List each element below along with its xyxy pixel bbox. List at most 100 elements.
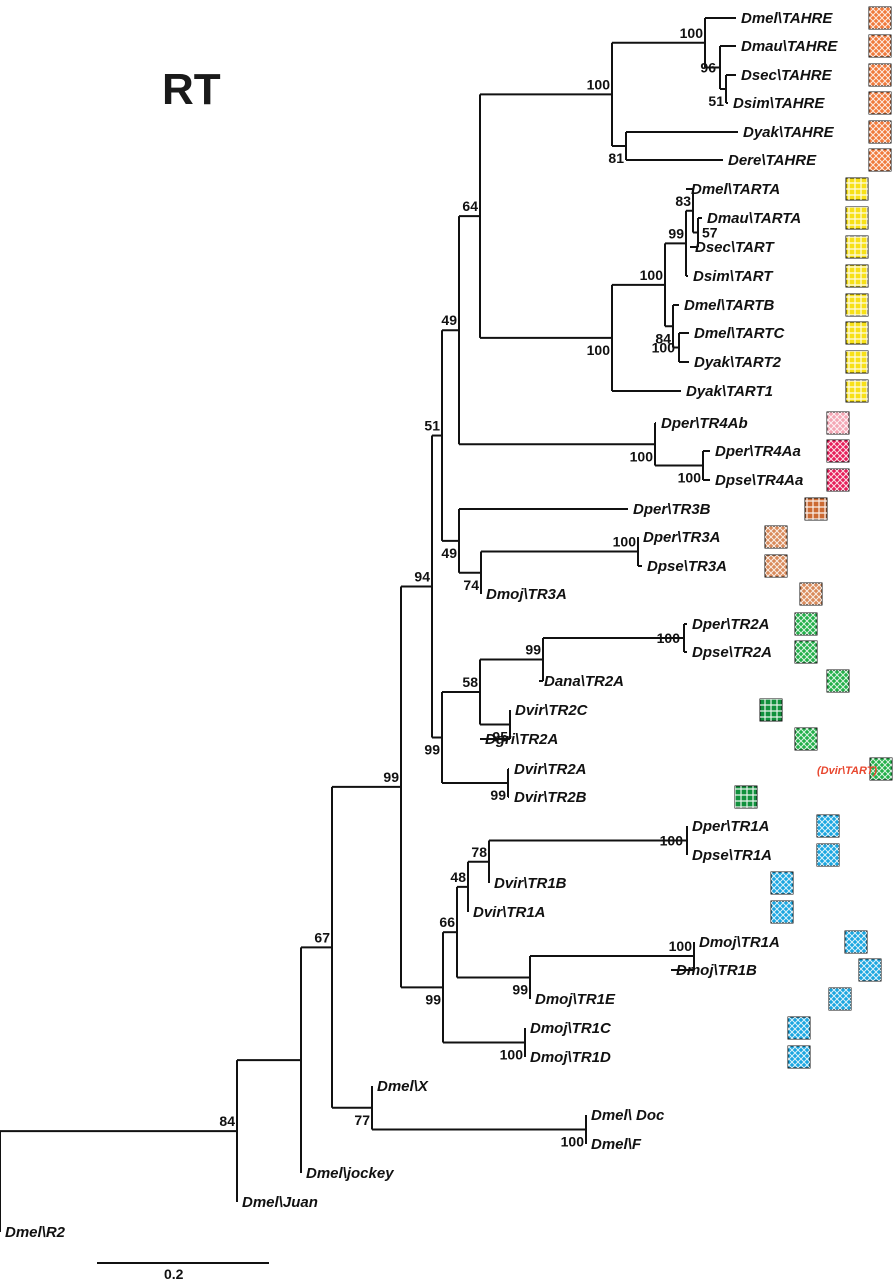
- bootstrap-value: 100: [678, 470, 702, 486]
- element-type-box: [869, 757, 893, 781]
- bootstrap-value: 48: [450, 869, 466, 885]
- figure-title: RT: [162, 65, 221, 114]
- bootstrap-value: 100: [669, 938, 693, 954]
- taxon-label: Dmoj\TR1D: [530, 1049, 611, 1066]
- bootstrap-value: 99: [425, 991, 441, 1007]
- element-type-box: [787, 1016, 811, 1040]
- taxon-label: Dmel\X: [377, 1078, 429, 1095]
- taxon-label: Dmel\R2: [5, 1224, 66, 1241]
- bootstrap-value: 100: [587, 342, 611, 358]
- element-type-box: [794, 612, 818, 636]
- element-type-box: [868, 148, 892, 172]
- element-type-box: [844, 930, 868, 954]
- element-type-box: [845, 177, 869, 201]
- element-type-box: [734, 785, 758, 809]
- bootstrap-value: 84: [219, 1113, 235, 1129]
- taxon-label: Dmoj\TR3A: [486, 586, 567, 603]
- element-type-box: [868, 34, 892, 58]
- bootstrap-value: 49: [441, 312, 457, 328]
- taxon-label: Dsim\TART: [693, 268, 774, 285]
- bootstrap-value: 100: [657, 630, 681, 646]
- bootstrap-value: 99: [512, 982, 528, 998]
- taxon-label: Dper\TR3B: [633, 501, 711, 518]
- taxon-label: Dyak\TART1: [686, 383, 773, 400]
- taxon-label: Dmoj\TR1B: [676, 962, 757, 979]
- bootstrap-value: 66: [439, 914, 455, 930]
- taxon-label: Dpse\TR1A: [692, 847, 772, 864]
- taxon-label: Dmel\ Doc: [591, 1107, 665, 1124]
- bootstrap-value: 99: [490, 787, 506, 803]
- taxon-label: Dmel\TARTB: [684, 297, 774, 314]
- element-type-box: [868, 91, 892, 115]
- taxon-label: Dmoj\TR1A: [699, 934, 780, 951]
- bootstrap-value: 51: [424, 418, 440, 434]
- taxon-label: Dper\TR2A: [692, 616, 770, 633]
- taxon-label: Dper\TR3A: [643, 529, 721, 546]
- bootstrap-value: 58: [462, 674, 478, 690]
- element-type-box: [826, 669, 850, 693]
- bootstrap-value: 74: [463, 577, 479, 593]
- taxon-label: Dvir\TR2A: [514, 761, 587, 778]
- taxon-label: Dmel\TARTA: [691, 181, 780, 198]
- bootstrap-value: 100: [613, 534, 637, 550]
- element-type-box: [868, 120, 892, 144]
- element-type-box: [868, 6, 892, 30]
- element-type-box: [828, 987, 852, 1011]
- element-type-box: [868, 63, 892, 87]
- taxon-label: Dyak\TAHRE: [743, 124, 835, 141]
- element-type-box: [845, 206, 869, 230]
- element-type-box: [794, 727, 818, 751]
- taxon-label: Dvir\TR1B: [494, 875, 567, 892]
- element-type-box: [799, 582, 823, 606]
- bootstrap-value: 100: [652, 340, 676, 356]
- annotation-dvir-tart: (Dvir\TART): [817, 765, 877, 777]
- element-type-box: [770, 871, 794, 895]
- taxon-label: Dmau\TARTA: [707, 210, 801, 227]
- taxon-label: Dmoj\TR1C: [530, 1020, 612, 1037]
- taxon-label: Dsec\TART: [695, 239, 775, 256]
- bootstrap-value: 94: [414, 569, 430, 585]
- bootstrap-value: 100: [640, 267, 664, 283]
- taxon-label: Dpse\TR3A: [647, 558, 727, 575]
- element-type-box: [845, 235, 869, 259]
- bootstrap-value: 99: [383, 769, 399, 785]
- taxon-label: Dgri\TR2A: [485, 731, 558, 748]
- bootstrap-value: 99: [668, 225, 684, 241]
- taxon-label: Dmel\jockey: [306, 1165, 394, 1182]
- element-type-box: [845, 264, 869, 288]
- bootstrap-value: 49: [441, 545, 457, 561]
- element-type-box: [845, 321, 869, 345]
- taxon-label: Dmoj\TR1E: [535, 991, 616, 1008]
- taxon-label: Dper\TR4Ab: [661, 415, 748, 432]
- element-type-box: [858, 958, 882, 982]
- element-type-box: [764, 525, 788, 549]
- element-type-box: [845, 293, 869, 317]
- bootstrap-value: 67: [314, 929, 330, 945]
- taxon-label: Dpse\TR4Aa: [715, 472, 803, 489]
- element-type-box: [804, 497, 828, 521]
- element-type-box: [826, 439, 850, 463]
- taxon-label: Dsec\TAHRE: [741, 67, 833, 84]
- taxon-label: Dere\TAHRE: [728, 152, 817, 169]
- taxon-label: Dyak\TART2: [694, 354, 782, 371]
- taxon-label: Dmel\Juan: [242, 1194, 318, 1211]
- taxon-label: Dmau\TAHRE: [741, 38, 838, 55]
- bootstrap-value: 100: [660, 833, 684, 849]
- taxon-label: Dana\TR2A: [544, 673, 624, 690]
- bootstrap-value: 81: [608, 150, 624, 166]
- taxon-label: Dper\TR4Aa: [715, 443, 801, 460]
- element-type-box: [826, 468, 850, 492]
- bootstrap-value: 100: [561, 1134, 585, 1150]
- taxon-label: Dmel\F: [591, 1136, 642, 1153]
- bootstrap-value: 95: [492, 729, 508, 745]
- taxon-label: Dvir\TR1A: [473, 904, 546, 921]
- taxon-label: Dvir\TR2C: [515, 702, 589, 719]
- bootstrap-value: 100: [500, 1047, 524, 1063]
- color-boxes: [734, 6, 893, 1069]
- bootstrap-value: 96: [700, 60, 716, 76]
- bootstrap-value: 57: [702, 225, 718, 241]
- bootstrap-value: 100: [680, 25, 704, 41]
- element-type-box: [770, 900, 794, 924]
- element-type-box: [794, 640, 818, 664]
